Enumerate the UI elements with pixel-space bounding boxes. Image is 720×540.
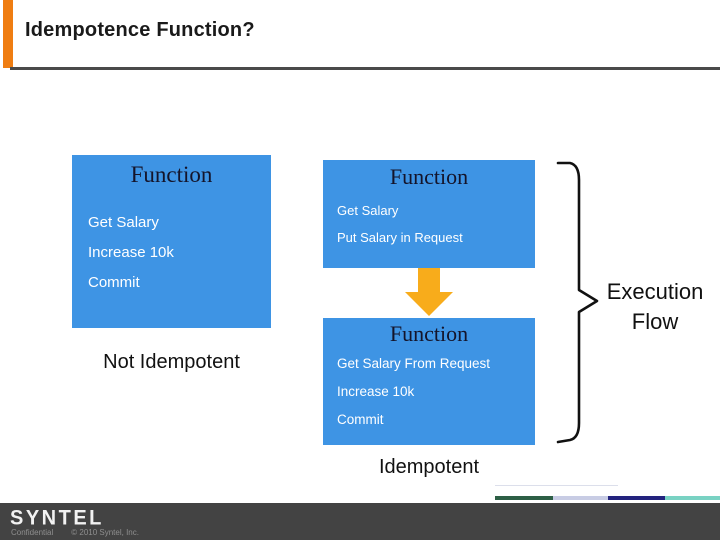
footer-stripe-navy bbox=[608, 496, 665, 500]
footer-bar: SYNTEL Confidential © 2010 Syntel, Inc. bbox=[0, 503, 720, 540]
function-step: Increase 10k bbox=[337, 384, 415, 399]
accent-bar bbox=[3, 0, 13, 68]
function-step: Get Salary From Request bbox=[337, 356, 491, 371]
function-box-not-idempotent: Function Get Salary Increase 10k Commit bbox=[72, 155, 271, 328]
footer-stripe-green bbox=[495, 496, 553, 500]
function-steps-list: Get Salary Increase 10k Commit bbox=[72, 208, 271, 298]
footer-legal-text: Confidential © 2010 Syntel, Inc. bbox=[11, 528, 139, 537]
function-box-title: Function bbox=[130, 162, 213, 187]
page-title: Idempotence Function? bbox=[25, 19, 255, 41]
function-step: Get Salary bbox=[337, 203, 399, 218]
curly-brace-icon bbox=[556, 161, 599, 444]
function-steps-list: Get Salary From Request Increase 10k Com… bbox=[323, 350, 535, 434]
execution-flow-label: Execution Flow bbox=[606, 279, 704, 334]
function-step: Commit bbox=[337, 412, 384, 427]
function-box-title: Function bbox=[389, 164, 469, 189]
footer-stripe-lavender bbox=[553, 496, 608, 500]
function-box-title: Function bbox=[389, 321, 469, 346]
function-step: Put Salary in Request bbox=[337, 230, 463, 245]
not-idempotent-label: Not Idempotent bbox=[103, 351, 240, 373]
copyright-label: © 2010 Syntel, Inc. bbox=[71, 528, 139, 537]
function-box-request-writer: Function Get Salary Put Salary in Reques… bbox=[323, 160, 535, 268]
syntel-logo: SYNTEL bbox=[10, 506, 104, 530]
function-step: Get Salary bbox=[88, 214, 159, 231]
function-steps-list: Get Salary Put Salary in Request bbox=[323, 197, 535, 251]
idempotent-label: Idempotent bbox=[378, 456, 480, 478]
confidential-label: Confidential bbox=[11, 528, 54, 537]
footer-accent-thin-line bbox=[495, 485, 618, 486]
function-step: Increase 10k bbox=[88, 244, 174, 261]
footer-stripe-teal bbox=[665, 496, 720, 500]
down-arrow-icon bbox=[405, 268, 453, 316]
function-step: Commit bbox=[88, 274, 140, 291]
function-box-idempotent: Function Get Salary From Request Increas… bbox=[323, 318, 535, 445]
header-divider bbox=[10, 67, 720, 70]
